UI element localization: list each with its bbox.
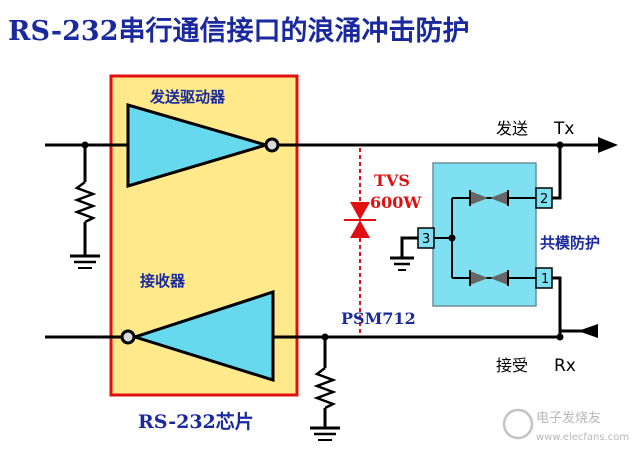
rx-line [45,329,598,441]
tx-arrow-icon [598,137,618,153]
diagram-title: RS-232串行通信接口的浪涌冲击防护 [8,15,470,47]
watermark-logo-icon [502,408,534,440]
watermark-url: www.elecfans.com [536,432,629,443]
rx-psm-junction [556,333,564,341]
watermark-brand: 电子发烧友 [536,410,601,426]
watermark: 电子发烧友 www.elecfans.com [502,408,629,443]
pin-3-label: 3 [422,232,430,247]
tx-left-junction [81,141,89,149]
receiver-label: 接收器 [140,272,186,290]
rx-cn-label: 接受 [496,356,528,375]
rx-resistor-junction [321,333,329,341]
psm-diodes-bottom [469,270,509,286]
tvs-power-label: 600W [370,193,422,212]
tx-psm-junction [556,141,564,149]
psm-diodes-top [469,190,509,206]
driver-label: 发送驱动器 [149,88,226,106]
psm712-label: PSM712 [341,309,416,328]
pin-2-label: 2 [540,192,548,207]
tvs-label: TVS [374,171,410,190]
psm-center-junction [448,234,456,242]
psm712-module [432,162,537,307]
tvs-diode [344,148,376,335]
chip-label: RS-232芯片 [138,410,254,433]
tx-cn-label: 发送 [496,119,528,138]
receiver-buffer [130,289,275,383]
psm-connections [390,145,562,337]
rx-label: Rx [554,356,576,376]
tx-line [45,143,598,269]
receiver-inversion-bubble [120,329,136,345]
tx-label: Tx [553,119,574,139]
common-mode-label: 共模防护 [540,234,600,252]
pin-1-label: 1 [541,272,549,287]
driver-buffer [126,103,272,189]
driver-inversion-bubble [264,137,280,153]
